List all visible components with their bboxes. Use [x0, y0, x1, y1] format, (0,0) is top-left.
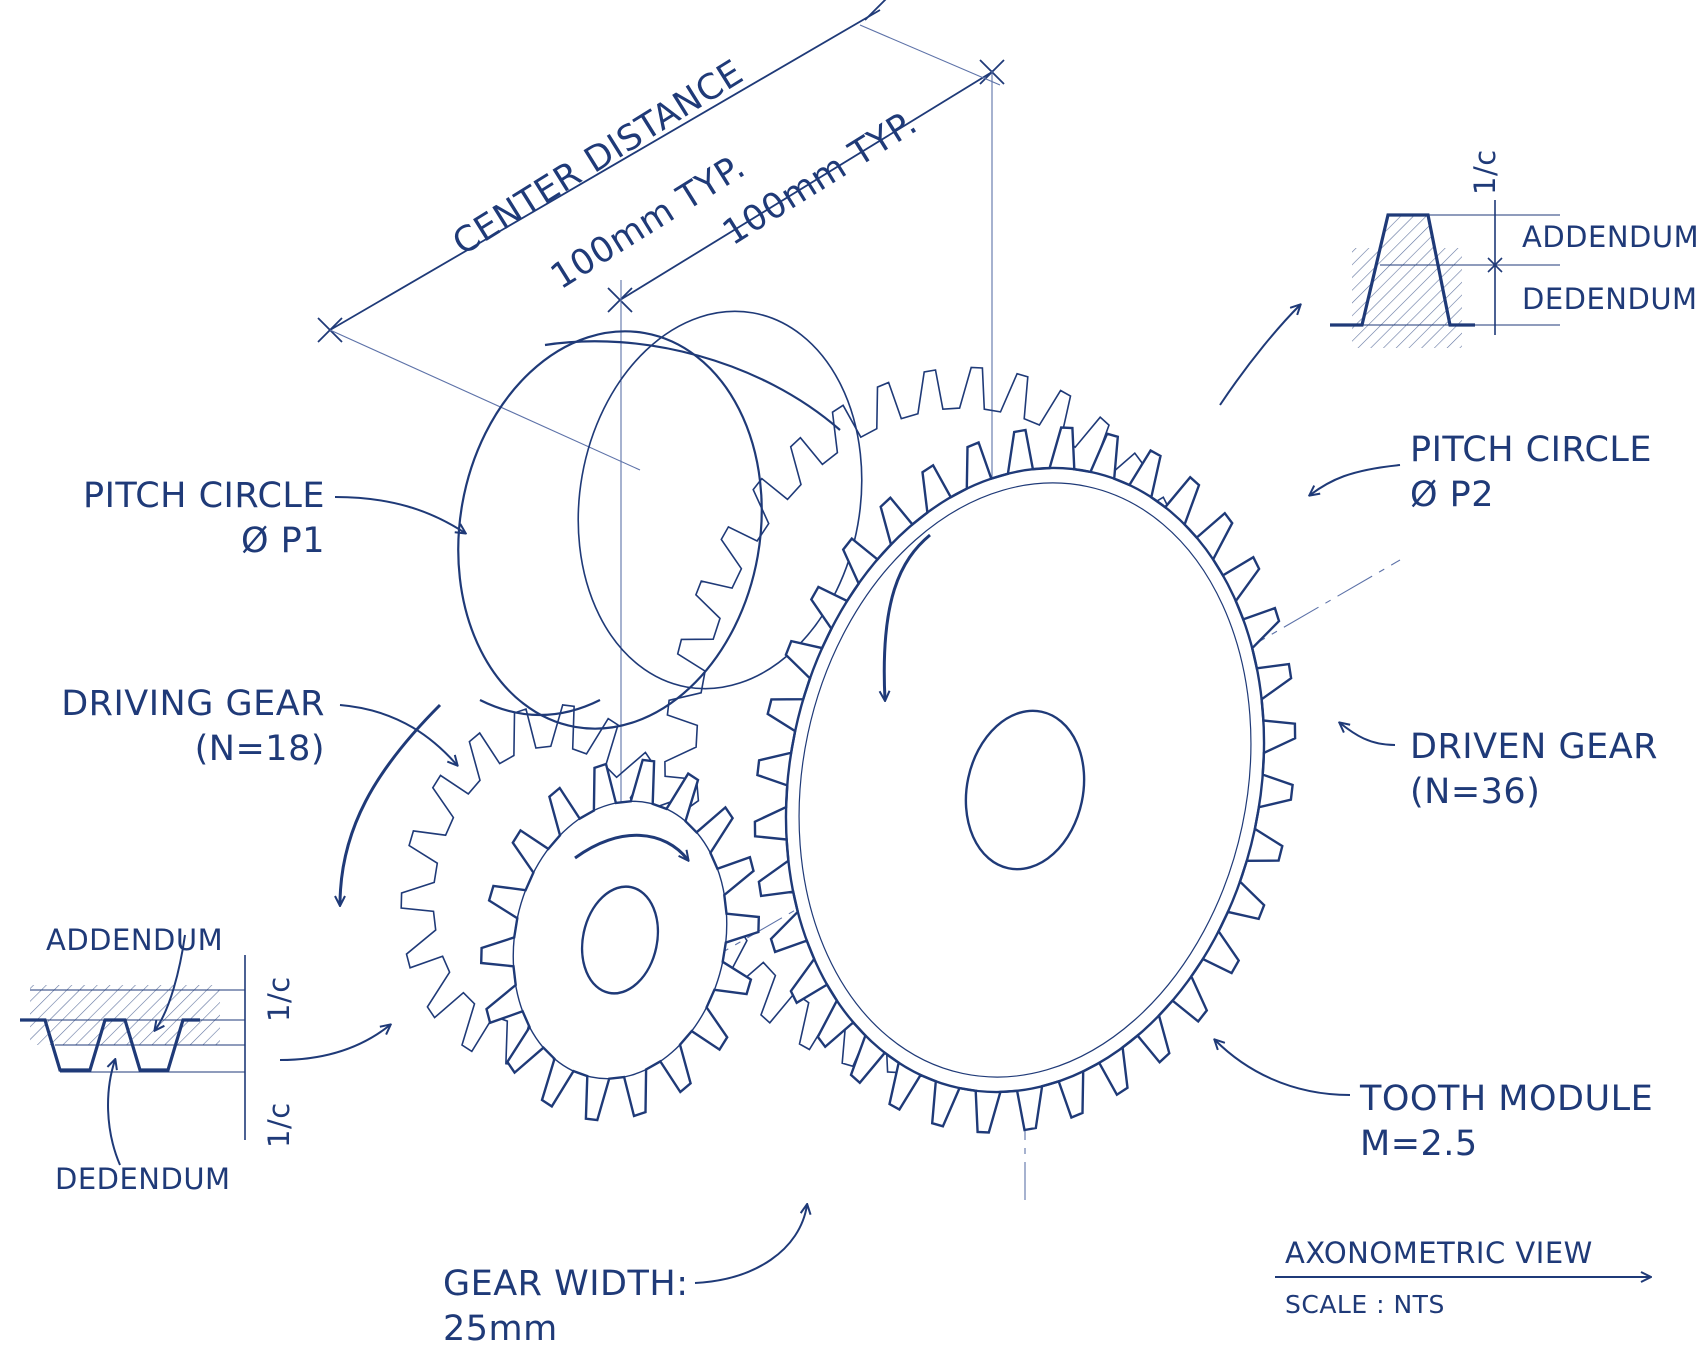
driving-gear-front-outline [479, 758, 761, 1122]
pitch-circle-p1-value: Ø P1 [240, 521, 325, 561]
pitch-circle-p2-label: PITCH CIRCLE Ø P2 [1410, 428, 1652, 518]
driven-rotation-arrow [884, 533, 931, 700]
one-over-c-left-2: 1/c [262, 1102, 296, 1148]
driven-gear-bore [964, 709, 1086, 871]
pitch-circle-p2-value: Ø P2 [1410, 475, 1495, 515]
view-title: AXONOMETRIC VIEW [1285, 1236, 1593, 1270]
dedendum-top-label: DEDENDUM [1522, 282, 1698, 316]
driven-gear-teeth: (N=36) [1410, 772, 1541, 812]
pitch-circle-p1-title: PITCH CIRCLE [82, 476, 325, 516]
scale-label: SCALE : NTS [1285, 1290, 1445, 1319]
tooth-profile-detail-top [1330, 200, 1560, 348]
one-over-c-top: 1/c [1468, 149, 1502, 195]
center-distance-dim-line [329, 9, 881, 331]
typ-dim-line [619, 71, 993, 301]
driving-gear-title: DRIVING GEAR [61, 684, 325, 724]
driven-gear-title: DRIVEN GEAR [1410, 727, 1658, 767]
tooth-profile-detail-left [20, 955, 246, 1140]
gear-width-title: GEAR WIDTH: [443, 1264, 689, 1304]
driving-gear-teeth: (N=18) [194, 729, 325, 769]
driven-gear-label: DRIVEN GEAR (N=36) [1410, 725, 1658, 815]
one-over-c-left-1: 1/c [262, 976, 296, 1022]
gear-width-label: GEAR WIDTH: 25mm [443, 1262, 689, 1352]
driving-gear-bore [580, 885, 660, 995]
driven-gear-hub [457, 310, 863, 730]
dedendum-left-label: DEDENDUM [55, 1162, 231, 1196]
addendum-left-label: ADDENDUM [46, 923, 224, 957]
addendum-top-label: ADDENDUM [1522, 220, 1699, 254]
driving-gear-label: DRIVING GEAR (N=18) [60, 682, 325, 772]
tooth-module-title: TOOTH MODULE [1360, 1079, 1654, 1119]
driving-rotation-arrow [574, 833, 688, 860]
leader-arrows [108, 305, 1401, 1284]
gear-width-value: 25mm [443, 1309, 558, 1349]
driven-gear-front-outline [753, 426, 1297, 1134]
pitch-circle-p2-title: PITCH CIRCLE [1410, 430, 1653, 470]
dimension-lines [317, 0, 1005, 343]
tooth-module-label: TOOTH MODULE M=2.5 [1360, 1077, 1653, 1167]
driven-gear-face [784, 466, 1266, 1094]
pitch-circle-p1-label: PITCH CIRCLE Ø P1 [70, 474, 325, 564]
tooth-module-value: M=2.5 [1360, 1124, 1478, 1164]
driving-gear [400, 704, 761, 1122]
